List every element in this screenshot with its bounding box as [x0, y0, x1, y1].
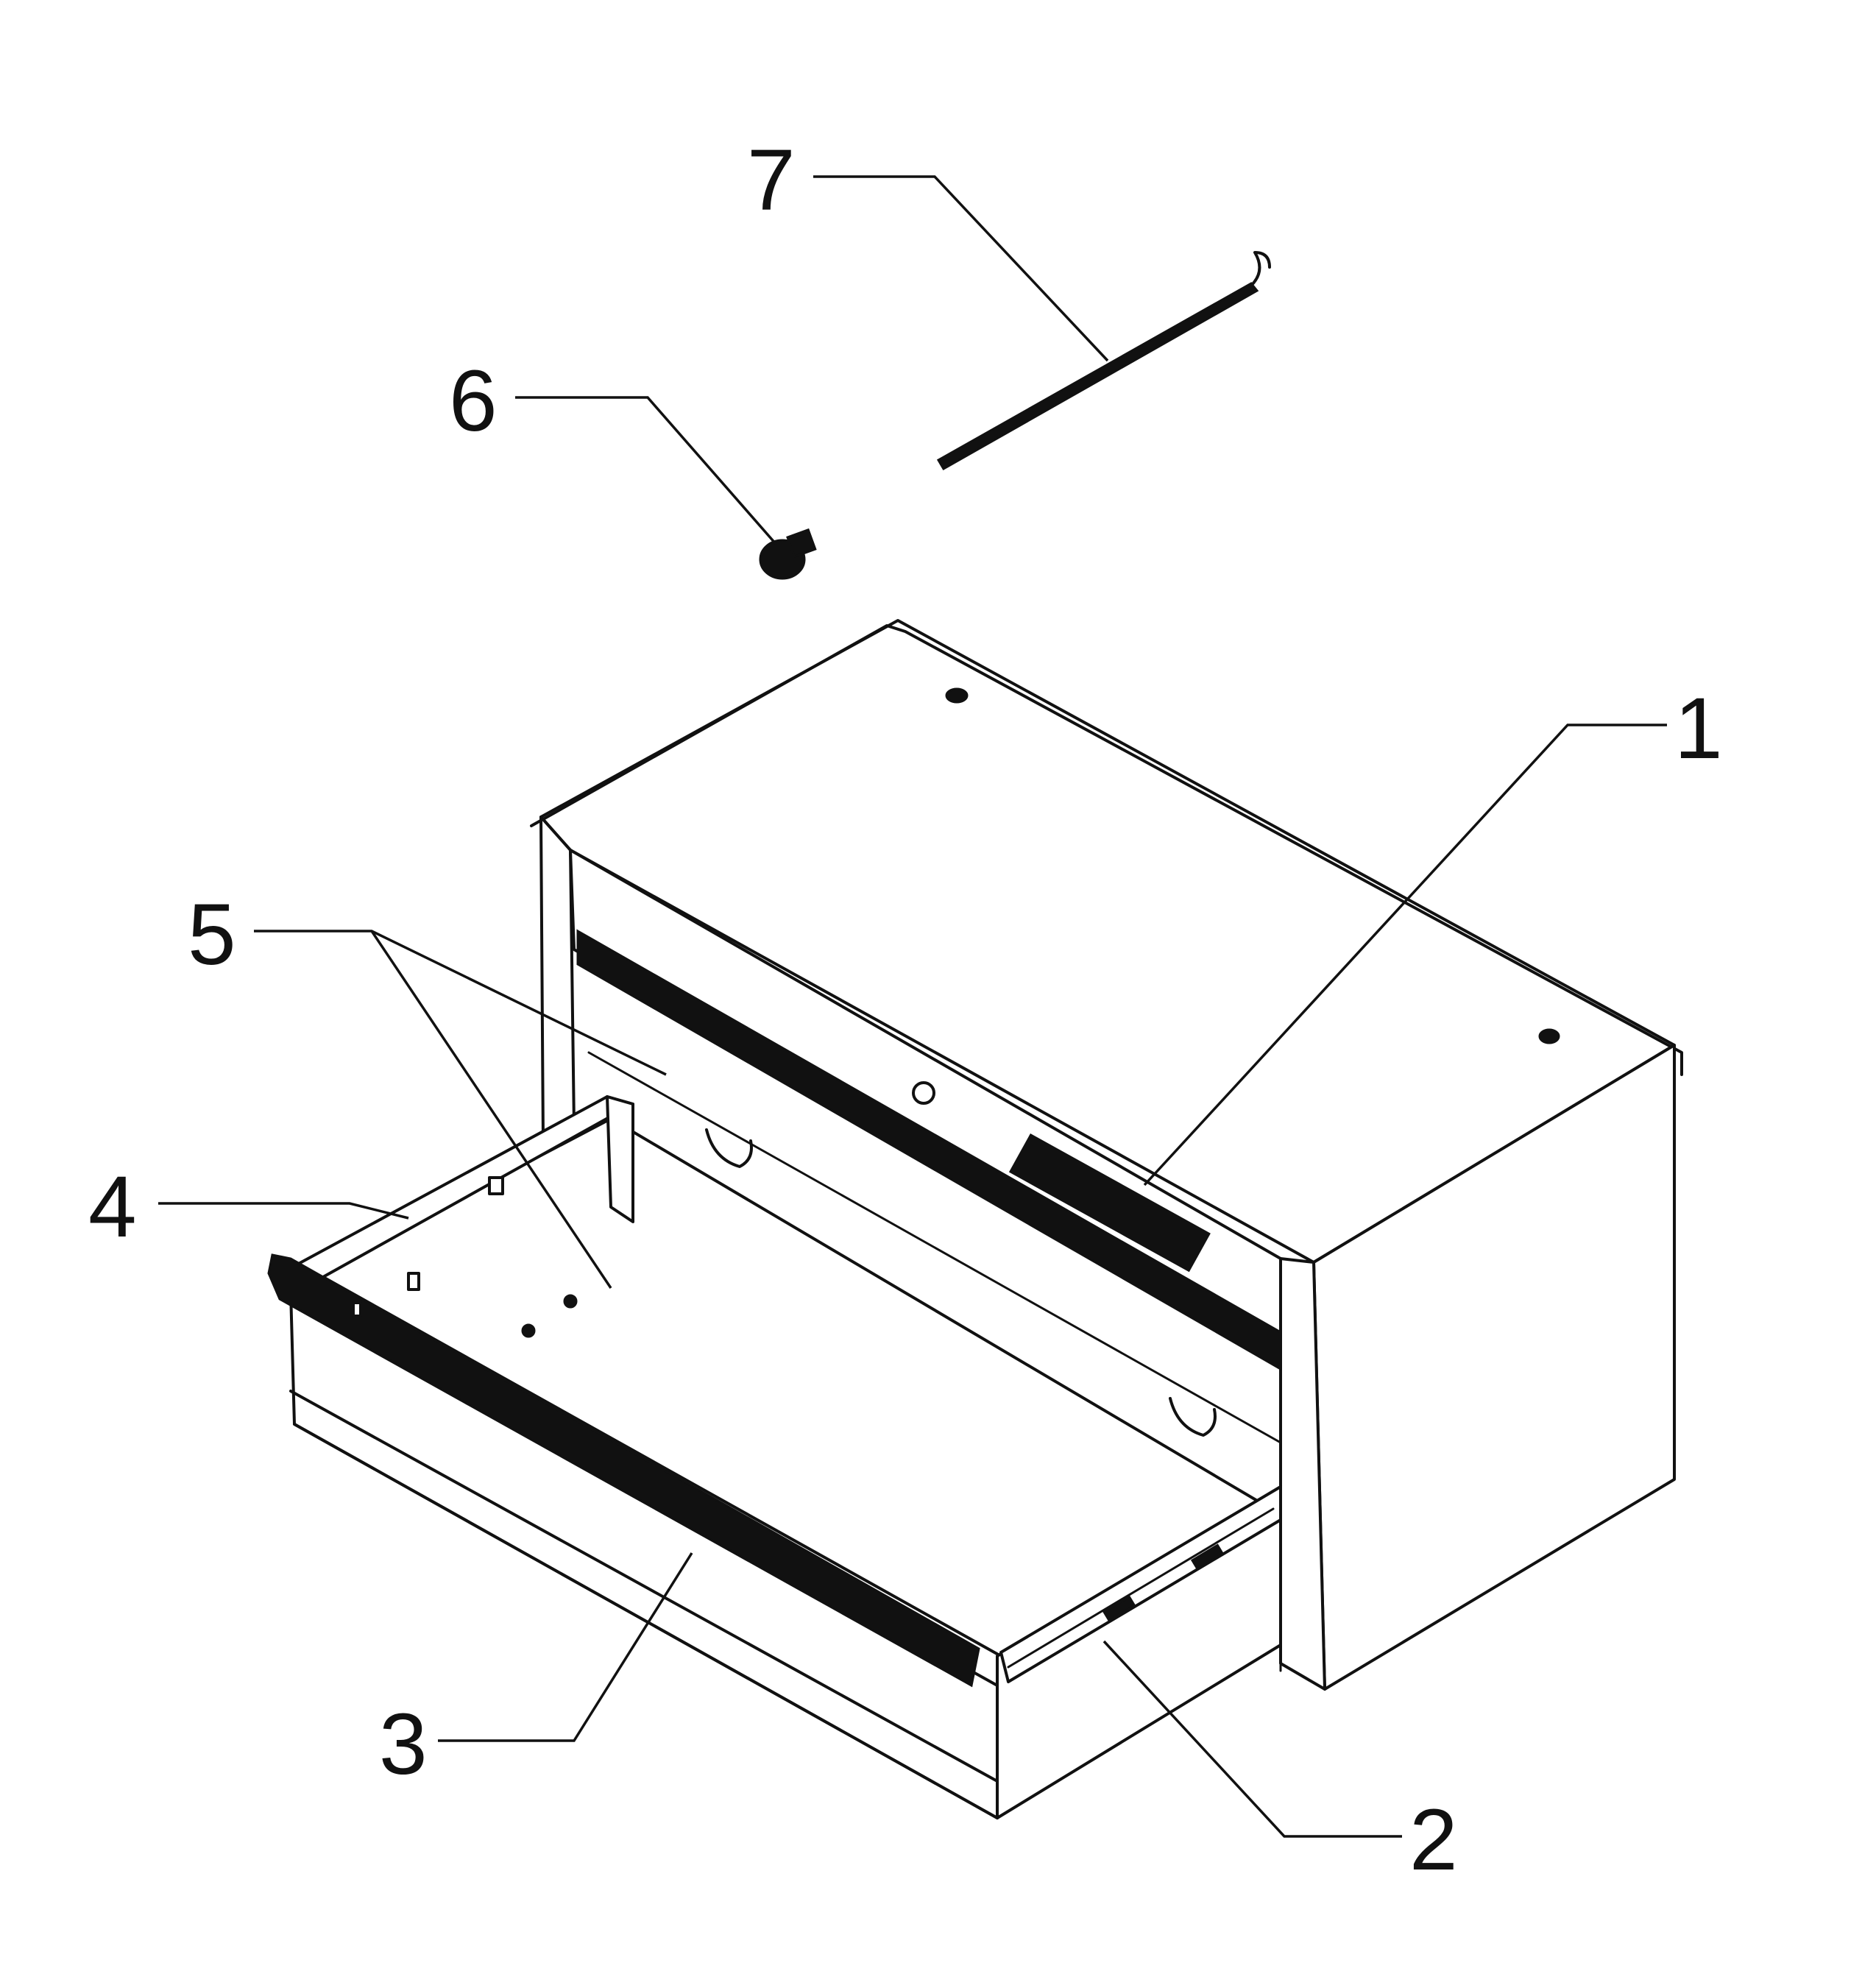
- leader-6: [515, 396, 778, 546]
- lock-plug-shank: [786, 528, 817, 559]
- callout-labels: 1 2 3 4 5 6 7: [88, 132, 1723, 1889]
- cabinet-left-front-post: [539, 816, 576, 1142]
- floor-hole-1: [563, 1294, 578, 1309]
- leader-lines: [158, 175, 1667, 1838]
- drawer-bottom-flange-edge: [293, 1423, 999, 1819]
- callout-3: 3: [379, 1696, 428, 1793]
- cabinet-body: [530, 619, 1683, 1691]
- leader-3: [438, 1552, 693, 1742]
- leader-5b: [370, 930, 612, 1289]
- callout-7: 7: [747, 132, 796, 229]
- top-hole-2: [1538, 1028, 1560, 1044]
- drawer-stop-right: [1169, 1397, 1217, 1437]
- leader-7: [813, 175, 1109, 362]
- top-hole-1: [945, 687, 969, 704]
- drawer-bottom-flange: [289, 1390, 999, 1783]
- floor-hole-2: [521, 1323, 536, 1338]
- drawer-assembly: [267, 1095, 1282, 1819]
- callout-6: 6: [449, 353, 498, 450]
- drawer-side-slot-3: [352, 1301, 362, 1317]
- drawer-side-slot-2: [488, 1176, 504, 1195]
- drawer-slide-rail: [1007, 1507, 1275, 1669]
- drawer-handle: [267, 1253, 980, 1688]
- brand-nameplate: [1008, 1133, 1211, 1273]
- callout-2: 2: [1409, 1791, 1458, 1889]
- drawer-side-slot-1: [407, 1272, 420, 1291]
- slide-bearing-1: [1102, 1595, 1136, 1623]
- drawer-stop-left: [705, 1128, 753, 1168]
- lock-icon: [912, 1081, 935, 1105]
- leader-4: [158, 1202, 409, 1220]
- drawer-slide: [999, 1485, 1282, 1683]
- slide-bearing-2: [1190, 1543, 1225, 1571]
- leader-1: [1143, 724, 1667, 1186]
- callout-4: 4: [88, 1158, 137, 1256]
- cabinet-top-rear-lip: [530, 624, 1683, 1076]
- lock-rod-hook: [1250, 251, 1271, 287]
- lock-rod: [936, 251, 1271, 471]
- cabinet-upper-rail: [576, 929, 1282, 1371]
- callout-1: 1: [1674, 680, 1723, 777]
- callout-5: 5: [188, 886, 236, 983]
- lock-rod-bar: [936, 282, 1259, 471]
- lock-plug: [759, 528, 817, 580]
- leader-2: [1102, 1640, 1402, 1838]
- drawer-back-wall: [606, 1095, 634, 1223]
